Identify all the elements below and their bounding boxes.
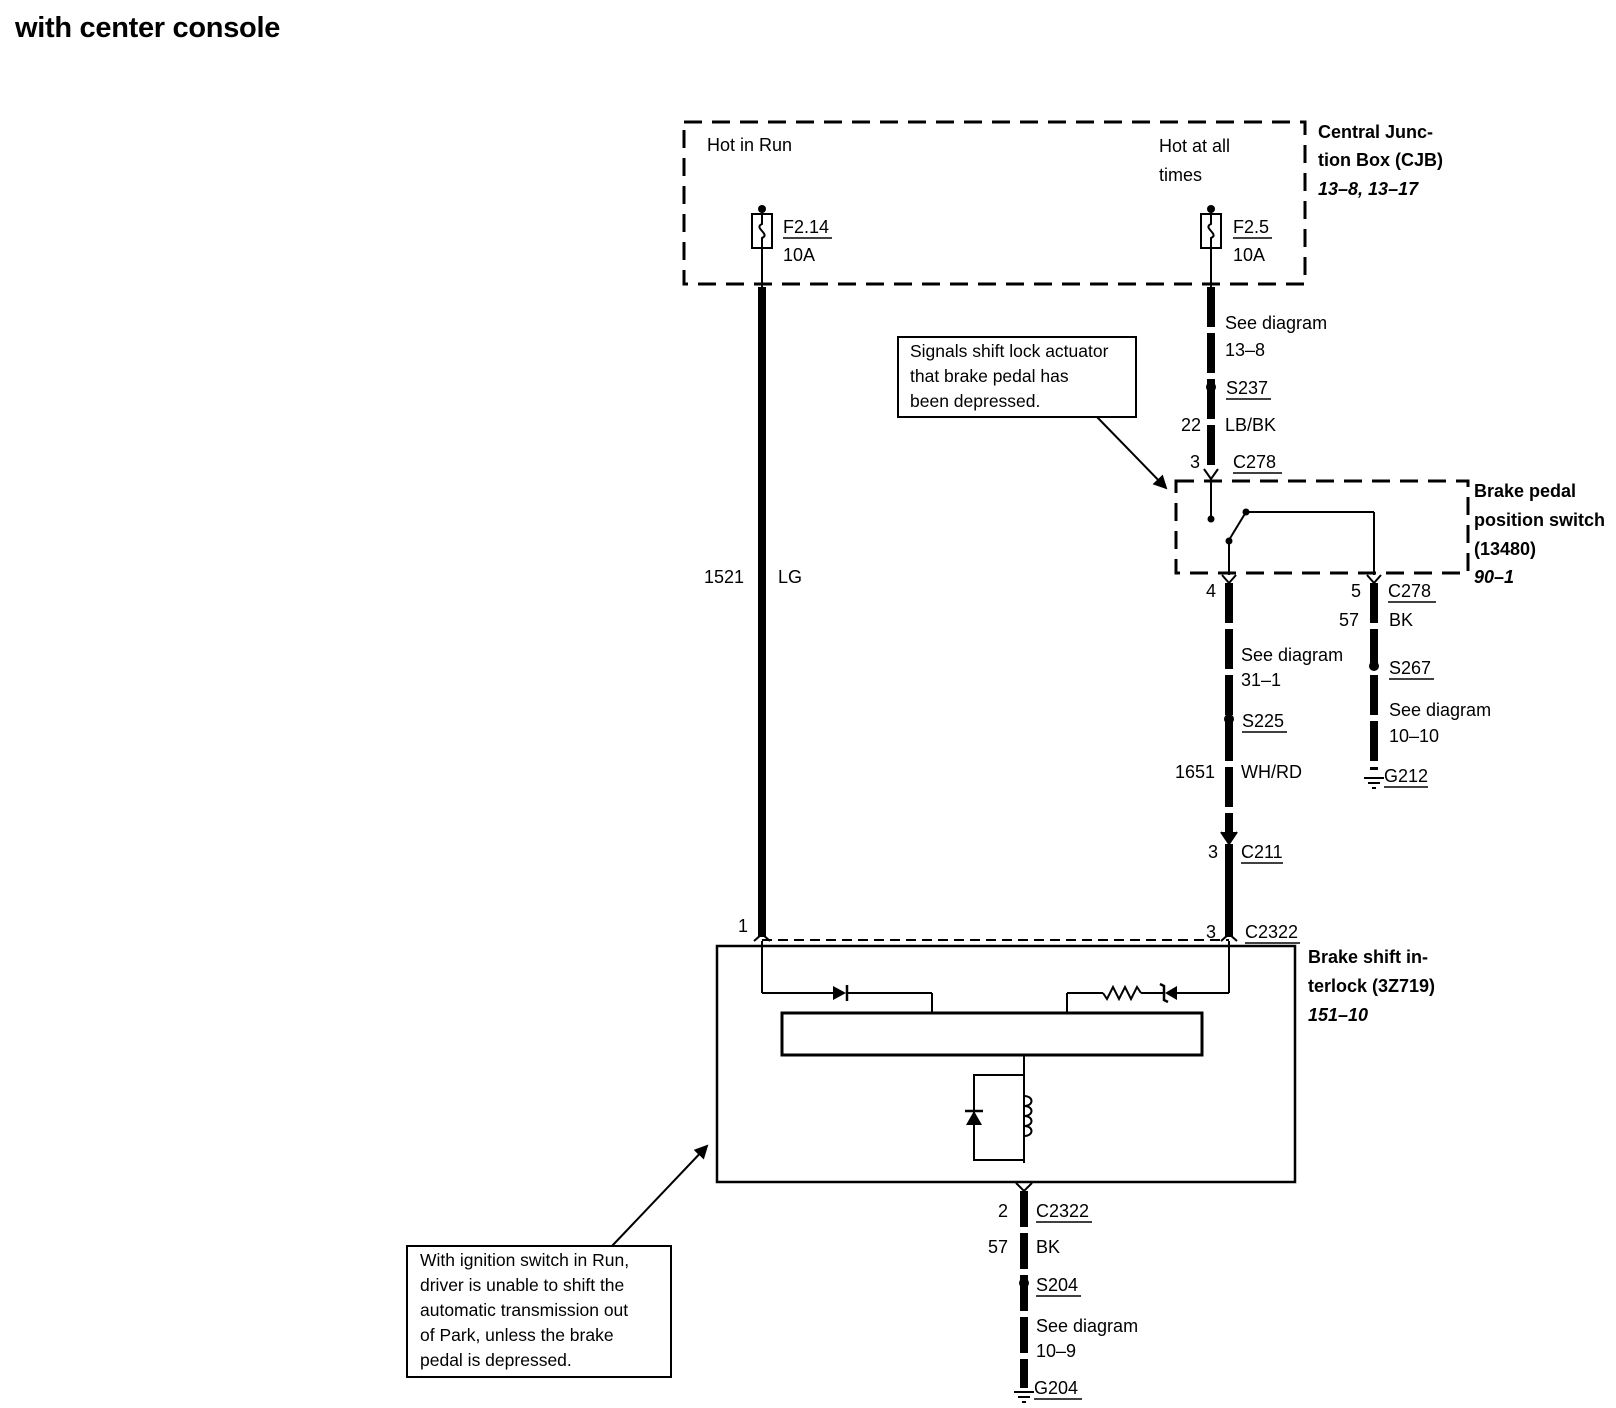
- callout-top-line3: been depressed.: [910, 391, 1040, 411]
- callout-top-line2: that brake pedal has: [910, 366, 1069, 386]
- c278-pin-5: 5: [1351, 581, 1361, 601]
- wire-57-bk-g204: 2 C2322 57 BK S204 See diagram 10–9 G204: [988, 1182, 1138, 1403]
- callout-shift-lock-signal: Signals shift lock actuator that brake p…: [897, 336, 1168, 490]
- wire-57-bottom-color: BK: [1036, 1237, 1060, 1257]
- c278-top-connector: C278: [1233, 452, 1276, 472]
- c278-pin-3: 3: [1190, 452, 1200, 472]
- callout-bottom-line2: driver is unable to shift the: [420, 1275, 624, 1295]
- resistor-icon: [1102, 984, 1142, 1002]
- see-diagram-10-9-line2: 10–9: [1036, 1341, 1076, 1361]
- wire-1521-color: LG: [778, 567, 802, 587]
- bsi-outline: [715, 944, 1297, 1184]
- fuse-f2-5-icon: [1200, 205, 1222, 249]
- c211-pin-3: 3: [1208, 842, 1218, 862]
- callout-top-arrow: [1096, 416, 1168, 490]
- splice-s225-dot: [1224, 714, 1234, 724]
- bsi-label-1: Brake shift in-: [1308, 947, 1428, 967]
- solenoid-coil-icon: [1023, 1095, 1033, 1137]
- interlock-module-bar: [780, 1011, 1204, 1057]
- see-diagram-31-1-line1: See diagram: [1241, 645, 1343, 665]
- ground-g204-icon: [1014, 1391, 1034, 1403]
- fuse-f2-5-id: F2.5: [1233, 217, 1269, 237]
- hot-at-all-times-label-2: times: [1159, 165, 1202, 185]
- splice-s204: S204: [1036, 1275, 1078, 1295]
- splice-s225: S225: [1242, 711, 1284, 731]
- page-title: with center console: [15, 12, 281, 44]
- bpps-pin-4: 4: [1206, 581, 1216, 601]
- see-diagram-10-10-line1: See diagram: [1389, 700, 1491, 720]
- callout-bottom-line1: With ignition switch in Run,: [420, 1250, 629, 1270]
- wire-1521-circuit: 1521: [704, 567, 744, 587]
- bpps-dashed-outline: [1174, 479, 1470, 575]
- central-junction-box: Hot in Run Hot at all times Central Junc…: [682, 120, 1443, 286]
- see-diagram-13-8-line1: See diagram: [1225, 313, 1327, 333]
- wire-22-circuit: 22: [1181, 415, 1201, 435]
- wire-22-color: LB/BK: [1225, 415, 1276, 435]
- splice-s237: S237: [1226, 378, 1268, 398]
- splice-s204-dot: [1019, 1278, 1029, 1288]
- wire-57-bottom-circuit: 57: [988, 1237, 1008, 1257]
- fuse-f2-14-rating: 10A: [783, 245, 815, 265]
- see-diagram-13-8-line2: 13–8: [1225, 340, 1265, 360]
- bsi-ref: 151–10: [1308, 1005, 1368, 1025]
- wire-57-color: BK: [1389, 610, 1413, 630]
- cjb-ref: 13–8, 13–17: [1318, 179, 1419, 199]
- c2322-pin-2: 2: [998, 1201, 1008, 1221]
- hot-at-all-times-label-1: Hot at all: [1159, 136, 1230, 156]
- hot-in-run-label: Hot in Run: [707, 135, 792, 155]
- wire-22-lb-bk: See diagram 13–8 S237 22 LB/BK 3 C278: [1181, 248, 1327, 481]
- diode-icon: [833, 985, 849, 1001]
- ground-g212-icon: [1364, 777, 1384, 789]
- fuse-f2-14-icon: [751, 205, 773, 249]
- ground-g204: G204: [1034, 1378, 1078, 1398]
- callout-bottom-arrow: [611, 1144, 709, 1247]
- callout-ignition-run: With ignition switch in Run, driver is u…: [406, 1144, 709, 1378]
- cjb-label-2: tion Box (CJB): [1318, 150, 1443, 170]
- bpps-ref: 90–1: [1474, 567, 1514, 587]
- bpps-label-1: Brake pedal: [1474, 481, 1576, 501]
- see-diagram-31-1-line2: 31–1: [1241, 670, 1281, 690]
- callout-bottom-line4: of Park, unless the brake: [420, 1325, 614, 1345]
- connector-c2322-bottom: C2322: [1036, 1201, 1089, 1221]
- splice-s267: S267: [1389, 658, 1431, 678]
- wire-1651-color: WH/RD: [1241, 762, 1302, 782]
- wire-1651-circuit: 1651: [1175, 762, 1215, 782]
- c2322-pin-3: 3: [1206, 922, 1216, 942]
- clamp-diode-icon: [965, 1109, 983, 1125]
- bsi-label-2: terlock (3Z719): [1308, 976, 1435, 996]
- wire-1521-lg: 1521 LG: [704, 248, 802, 937]
- fuse-f2-14-id: F2.14: [783, 217, 829, 237]
- wire-57-circuit: 57: [1339, 610, 1359, 630]
- callout-top-line1: Signals shift lock actuator: [910, 341, 1109, 361]
- brake-shift-interlock: 1 3 C2322 Brake shift in- terlock (3Z719…: [715, 916, 1435, 1184]
- bpps-label-2: position switch: [1474, 510, 1605, 530]
- cjb-label-1: Central Junc-: [1318, 122, 1433, 142]
- ground-g212: G212: [1384, 766, 1428, 786]
- switch-contact-icon: [1207, 479, 1375, 575]
- see-diagram-10-9-line1: See diagram: [1036, 1316, 1138, 1336]
- see-diagram-10-10-line2: 10–10: [1389, 726, 1439, 746]
- callout-bottom-line5: pedal is depressed.: [420, 1350, 572, 1370]
- wire-57-bk-g212: 5 C278 57 BK S267 See diagram 10–10 G212: [1339, 574, 1491, 789]
- brake-pedal-position-switch: Brake pedal position switch (13480) 90–1: [1174, 479, 1605, 587]
- connector-c2322-top: C2322: [1245, 922, 1298, 942]
- c2322-pin-1: 1: [738, 916, 748, 936]
- callout-bottom-line3: automatic transmission out: [420, 1300, 628, 1320]
- bpps-label-3: (13480): [1474, 539, 1536, 559]
- cjb-dashed-outline: [682, 120, 1307, 286]
- fuse-f2-5-rating: 10A: [1233, 245, 1265, 265]
- splice-s237-dot: [1206, 382, 1216, 392]
- wire-1651-wh-rd: 4 See diagram 31–1 S225 1651 WH/RD 3 C21…: [1175, 574, 1343, 937]
- connector-c211: C211: [1241, 842, 1283, 862]
- c278-bottom-connector: C278: [1388, 581, 1431, 601]
- splice-s267-dot: [1369, 661, 1379, 671]
